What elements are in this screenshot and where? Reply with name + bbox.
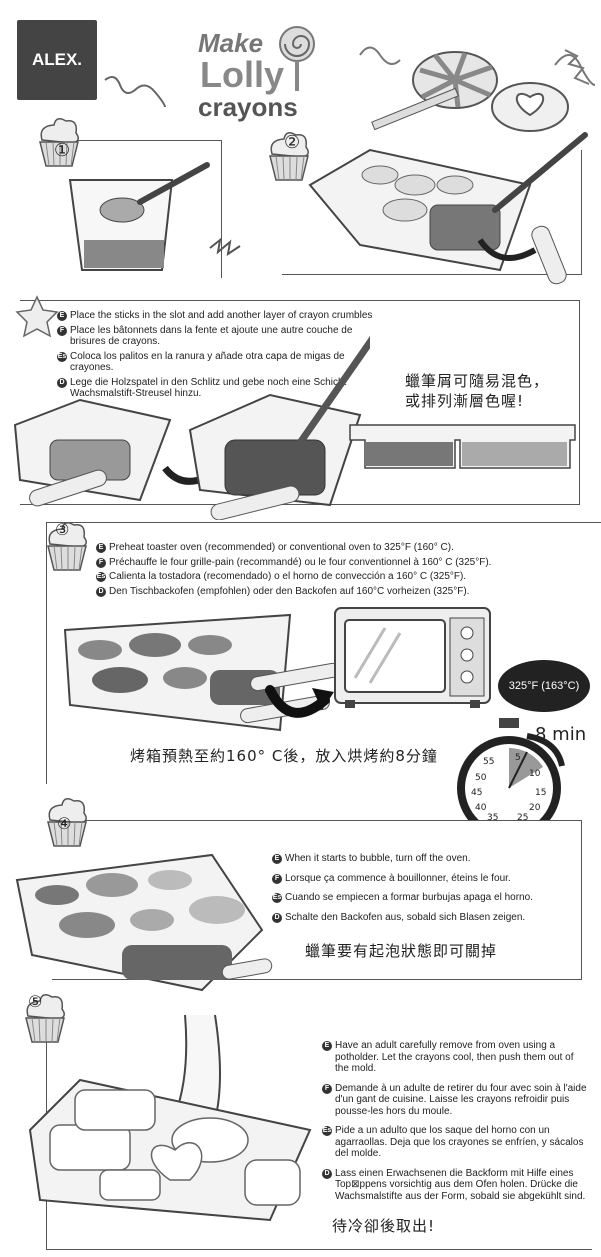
- instruction-es: Pide a un adulto que los saque del horno…: [335, 1125, 584, 1159]
- timer-tick-label: 40: [475, 803, 487, 813]
- instruction-es: Calienta la tostadora (recomendado) o el…: [109, 571, 467, 582]
- lang-badge-es: Es: [57, 351, 67, 362]
- timer-icon: 55 5 50 10 45 15 40 20 35 25 30: [457, 718, 565, 840]
- instruction-fr: Demande à un adulte de retirer du four a…: [335, 1082, 587, 1117]
- lang-badge-en: E: [57, 311, 67, 321]
- brand-make: Make: [198, 28, 264, 58]
- instruction-es: Coloca los palitos en la ranura y añade …: [70, 350, 345, 374]
- step-5-number: ⑤: [28, 994, 43, 1011]
- instruction-en: When it starts to bubble, turn off the o…: [285, 853, 471, 864]
- lang-badge-es: Es: [272, 893, 282, 903]
- instruction-fr: Lorsque ça commence à bouillonner, étein…: [285, 872, 511, 884]
- lang-badge-en: E: [322, 1041, 332, 1051]
- alex-logo: ALEX.: [17, 20, 97, 100]
- toaster-oven-illustration: [334, 607, 491, 708]
- instruction-de: Lass einen Erwachsenen die Backform mit …: [335, 1167, 586, 1202]
- lang-badge-en: E: [96, 543, 106, 553]
- timer-tick-label: 10: [529, 769, 541, 779]
- timer-tick-label: 20: [529, 803, 541, 813]
- oven-temperature-badge: 325°F (163°C): [498, 660, 590, 712]
- sticks-in-tray-illustration: [13, 336, 370, 520]
- step-4-number: ④: [57, 816, 72, 833]
- timer-tick-label: 50: [475, 773, 487, 783]
- step-2-number: ②: [284, 132, 301, 152]
- step-1-number: ①: [54, 140, 71, 160]
- lang-badge-fr: F: [96, 557, 106, 568]
- arrow-icon: [265, 685, 334, 718]
- lollipop-crayons-illustration: [359, 46, 596, 132]
- squiggle-decoration: [209, 237, 241, 257]
- instruction-de: Lege die Holzspatel in den Schlitz und g…: [70, 376, 347, 400]
- crayon-gradient-mold-illustration: [349, 424, 576, 469]
- lang-badge-es: Es: [96, 572, 106, 582]
- cupcake-icon: [269, 132, 309, 181]
- instruction-de: Schalte den Backofen aus, sobald sich Bl…: [285, 911, 526, 923]
- timer-tick-label: 35: [487, 813, 498, 823]
- lang-badge-es: Es: [322, 1126, 332, 1136]
- zh-note-step-3: 烤箱預熱至約160° C後，放入烘烤約8分鐘: [130, 747, 438, 765]
- cupcake-icon: [47, 798, 87, 847]
- instruction-en: Preheat toaster oven (recommended) or co…: [109, 542, 454, 553]
- timer-tick-label: 45: [471, 788, 482, 798]
- zh-note-step-5: 待冷卻後取出!: [332, 1217, 436, 1235]
- bag-and-spoon-illustration: [68, 162, 210, 271]
- timer-label: 8 min: [535, 724, 587, 745]
- zh-note-step-4: 蠟筆要有起泡狀態即可關掉: [305, 942, 498, 960]
- timer-tick-label: 5: [515, 753, 521, 763]
- lang-badge-de: D: [322, 1168, 332, 1179]
- star-icon: [15, 295, 59, 338]
- brand-lolly: Lolly: [200, 54, 285, 95]
- zh-note-line-2: 或排列漸層色喔!: [405, 392, 525, 410]
- instruction-en: Have an adult carefully remove from oven…: [335, 1040, 574, 1074]
- lang-badge-en: E: [272, 854, 282, 864]
- cupcake-icon: [39, 118, 79, 167]
- instruction-en: Place the sticks in the slot and add ano…: [70, 310, 373, 321]
- lang-badge-de: D: [57, 377, 67, 388]
- lollipop-icon: [279, 26, 315, 91]
- instruction-fr: Place les bâtonnets dans la fente et ajo…: [70, 324, 353, 348]
- filled-tray-illustration: [63, 613, 340, 732]
- bubbling-tray-illustration: [15, 853, 273, 992]
- squiggle-decoration: [564, 49, 590, 85]
- squiggle-decoration: [104, 75, 166, 108]
- timer-tick-label: 55: [483, 757, 494, 767]
- lang-badge-de: D: [96, 586, 106, 597]
- push-out-crayons-illustration: [28, 1014, 312, 1222]
- mold-tray-illustration: [308, 132, 588, 285]
- instruction-fr: Préchauffe le four grille-pain (recomman…: [109, 556, 492, 568]
- timer-tick-label: 25: [517, 813, 528, 823]
- cupcake-icon: [47, 522, 87, 571]
- zh-note-line-1: 蠟筆屑可隨易混色，: [405, 372, 550, 390]
- timer-tick-label: 15: [535, 788, 546, 798]
- instruction-de: Den Tischbackofen (empfohlen) oder den B…: [109, 585, 470, 597]
- cupcake-icon: [25, 994, 65, 1043]
- step-3-number: ③: [55, 522, 70, 539]
- instruction-es: Cuando se empiecen a formar burbujas apa…: [285, 892, 533, 903]
- lang-badge-fr: F: [272, 873, 282, 884]
- lang-badge-fr: F: [322, 1083, 332, 1094]
- lang-badge-fr: F: [57, 325, 67, 336]
- lang-badge-de: D: [272, 912, 282, 923]
- brand-crayons: crayons: [198, 92, 298, 122]
